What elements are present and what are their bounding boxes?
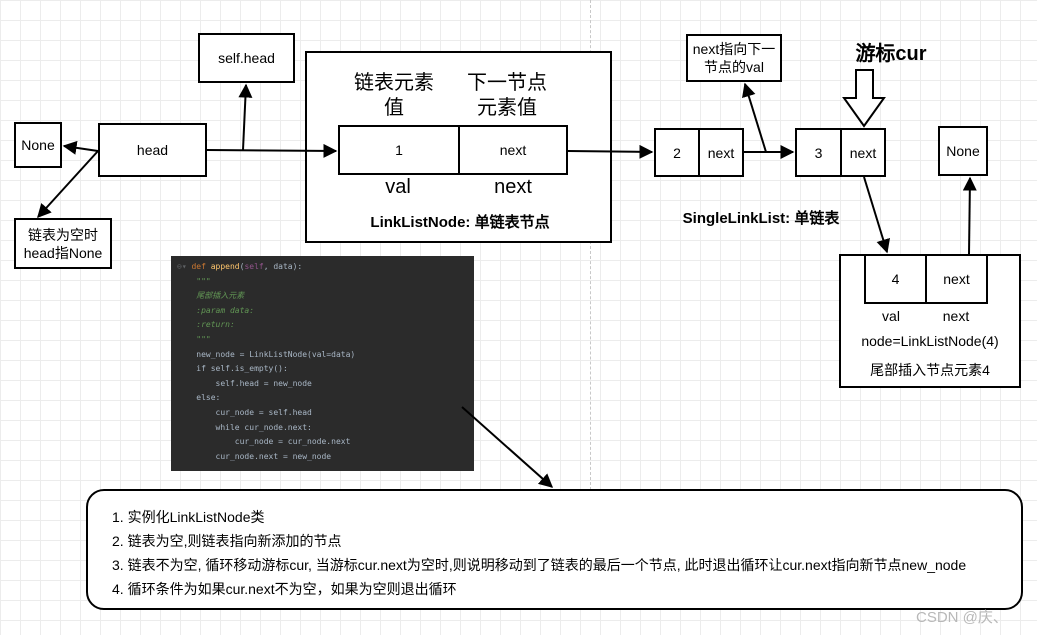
node1-next-cell: next (458, 125, 568, 175)
node4-val-cell: 4 (864, 254, 927, 304)
node-caption: LinkListNode: 单链表节点 (370, 214, 550, 231)
arrow-head-to-none (62, 140, 99, 155)
code-line: ⊖▾ def append(self, data): (177, 262, 303, 271)
node4-next-cell: next (925, 254, 988, 304)
node1-label-next: next (494, 176, 532, 198)
node-header-val-line1: 链表元素 (354, 72, 434, 94)
empty-note-line1: 链表为空时 (28, 226, 98, 243)
code-line: else: (177, 393, 221, 403)
next-explain-note: next指向下一 节点的val (686, 34, 782, 82)
cursor-label: 游标cur (855, 43, 927, 65)
empty-list-note: 链表为空时 head指None (14, 218, 112, 269)
node4-label-val: val (882, 308, 900, 324)
arrow-node3-to-node4 (863, 176, 890, 254)
node4-caption2: 尾部插入节点元素4 (870, 362, 990, 378)
note-item: 4. 循环条件为如果cur.next不为空，如果为空则退出循环 (112, 581, 457, 597)
empty-note-line2: head指None (23, 244, 103, 261)
arrow-head-to-self-head (238, 83, 253, 151)
code-line: while cur_node.next: (177, 422, 312, 432)
arrow-node1-to-node2 (567, 144, 654, 159)
page-divider (590, 0, 591, 490)
none-left-box: None (14, 122, 62, 168)
next-note-line2: 节点的val (704, 59, 764, 75)
head-box: head (98, 123, 207, 177)
arrow-to-next-note (742, 82, 767, 153)
code-line: cur_node = cur_node.next (177, 437, 351, 447)
code-line: 尾部插入元素 (177, 291, 245, 301)
watermark: CSDN @庆、 (916, 609, 1008, 626)
none-right-box: None (938, 126, 988, 176)
arrow-head-to-node1 (206, 143, 338, 158)
node-header-next-line1: 下一节点 (467, 72, 547, 94)
list-caption: SingleLinkList: 单链表 (682, 210, 840, 227)
code-line: """ (177, 334, 211, 344)
node-header-next: 下一节点 元素值 (453, 71, 561, 121)
node1-label-val: val (385, 176, 411, 198)
arrow-code-to-notes (461, 406, 554, 488)
node2-next-cell: next (698, 128, 744, 177)
node-header-val: 链表元素 值 (340, 71, 448, 121)
node-header-next-line2: 元素值 (477, 97, 537, 119)
code-line: cur_node.next = new_node (177, 451, 332, 461)
self-head-box: self.head (198, 33, 295, 83)
node4-caption1: node=LinkListNode(4) (861, 333, 999, 349)
node-header-val-line2: 值 (384, 97, 404, 119)
notes-box: 1. 实例化LinkListNode类 2. 链表为空,则链表指向新添加的节点 … (86, 489, 1023, 610)
code-line: if self.is_empty(): (177, 364, 288, 374)
code-line: cur_node = self.head (177, 407, 312, 417)
note-item: 2. 链表为空,则链表指向新添加的节点 (112, 533, 342, 549)
cursor-arrow-icon (842, 69, 886, 128)
next-note-line1: next指向下一 (692, 41, 776, 57)
code-panel: ⊖▾ def append(self, data): """ 尾部插入元素 :p… (171, 256, 474, 471)
code-line: """ (177, 276, 211, 286)
code-line: :param data: (177, 305, 255, 315)
code-line: :return: (177, 320, 235, 330)
code-line: new_node = LinkListNode(val=data) (177, 349, 356, 359)
note-item: 1. 实例化LinkListNode类 (112, 509, 265, 525)
node3-next-cell: next (840, 128, 886, 177)
node1-val-cell: 1 (338, 125, 460, 175)
arrow-head-to-empty-note (37, 150, 99, 219)
note-item: 3. 链表不为空, 循环移动游标cur, 当游标cur.next为空时,则说明移… (112, 557, 967, 573)
code-line: self.head = new_node (177, 378, 312, 388)
node4-label-next: next (942, 308, 970, 324)
arrow-node4-to-none (962, 176, 977, 255)
